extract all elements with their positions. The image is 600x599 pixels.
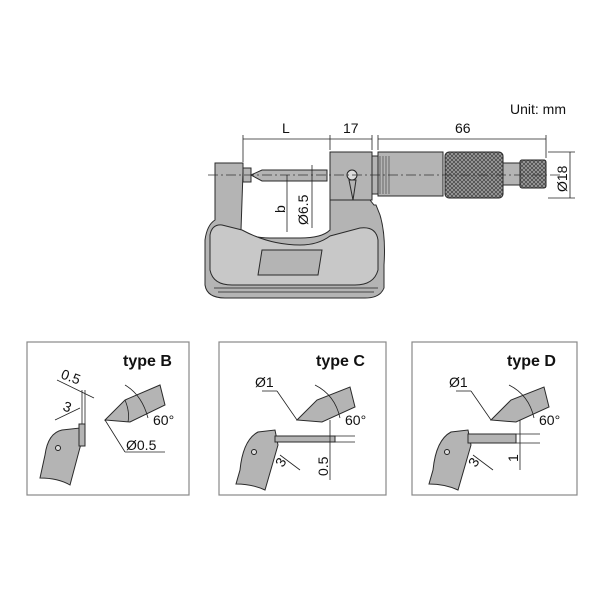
panel-type-d: type D Ø1 60° 1 3 (411, 341, 578, 496)
panel-title: type C (316, 353, 365, 370)
dim-0.5: 0.5 (315, 456, 331, 476)
dim-b: b (272, 205, 288, 213)
ratchet (519, 159, 547, 189)
thimble (377, 151, 444, 197)
spindle (249, 169, 328, 182)
lock-lever (348, 179, 357, 201)
dia-label: Ø1 (449, 374, 468, 390)
unit-label: Unit: mm (510, 101, 566, 117)
angle-label: 60° (153, 412, 174, 428)
dim-17: 17 (343, 120, 359, 136)
dim-d18: Ø18 (554, 165, 570, 192)
dim-0.5: 0.5 (59, 366, 83, 388)
dim-L: L (282, 120, 290, 136)
dia-label: Ø1 (255, 374, 274, 390)
panel-type-c: type C Ø1 60° 0.5 3 (218, 341, 387, 496)
dim-66: 66 (455, 120, 471, 136)
panel-title: type B (123, 353, 172, 370)
panel-type-b: type B 0.5 3 60° Ø0.5 (26, 341, 190, 496)
micrometer-drawing: L 17 66 b Ø6.5 Ø18 (204, 120, 575, 299)
panel-title: type D (507, 353, 556, 370)
dia-label: Ø0.5 (126, 437, 157, 453)
dim-1: 1 (505, 454, 521, 462)
plate-window (257, 249, 323, 276)
angle-label: 60° (345, 412, 366, 428)
angle-label: 60° (539, 412, 560, 428)
dim-d65: Ø6.5 (295, 194, 311, 225)
